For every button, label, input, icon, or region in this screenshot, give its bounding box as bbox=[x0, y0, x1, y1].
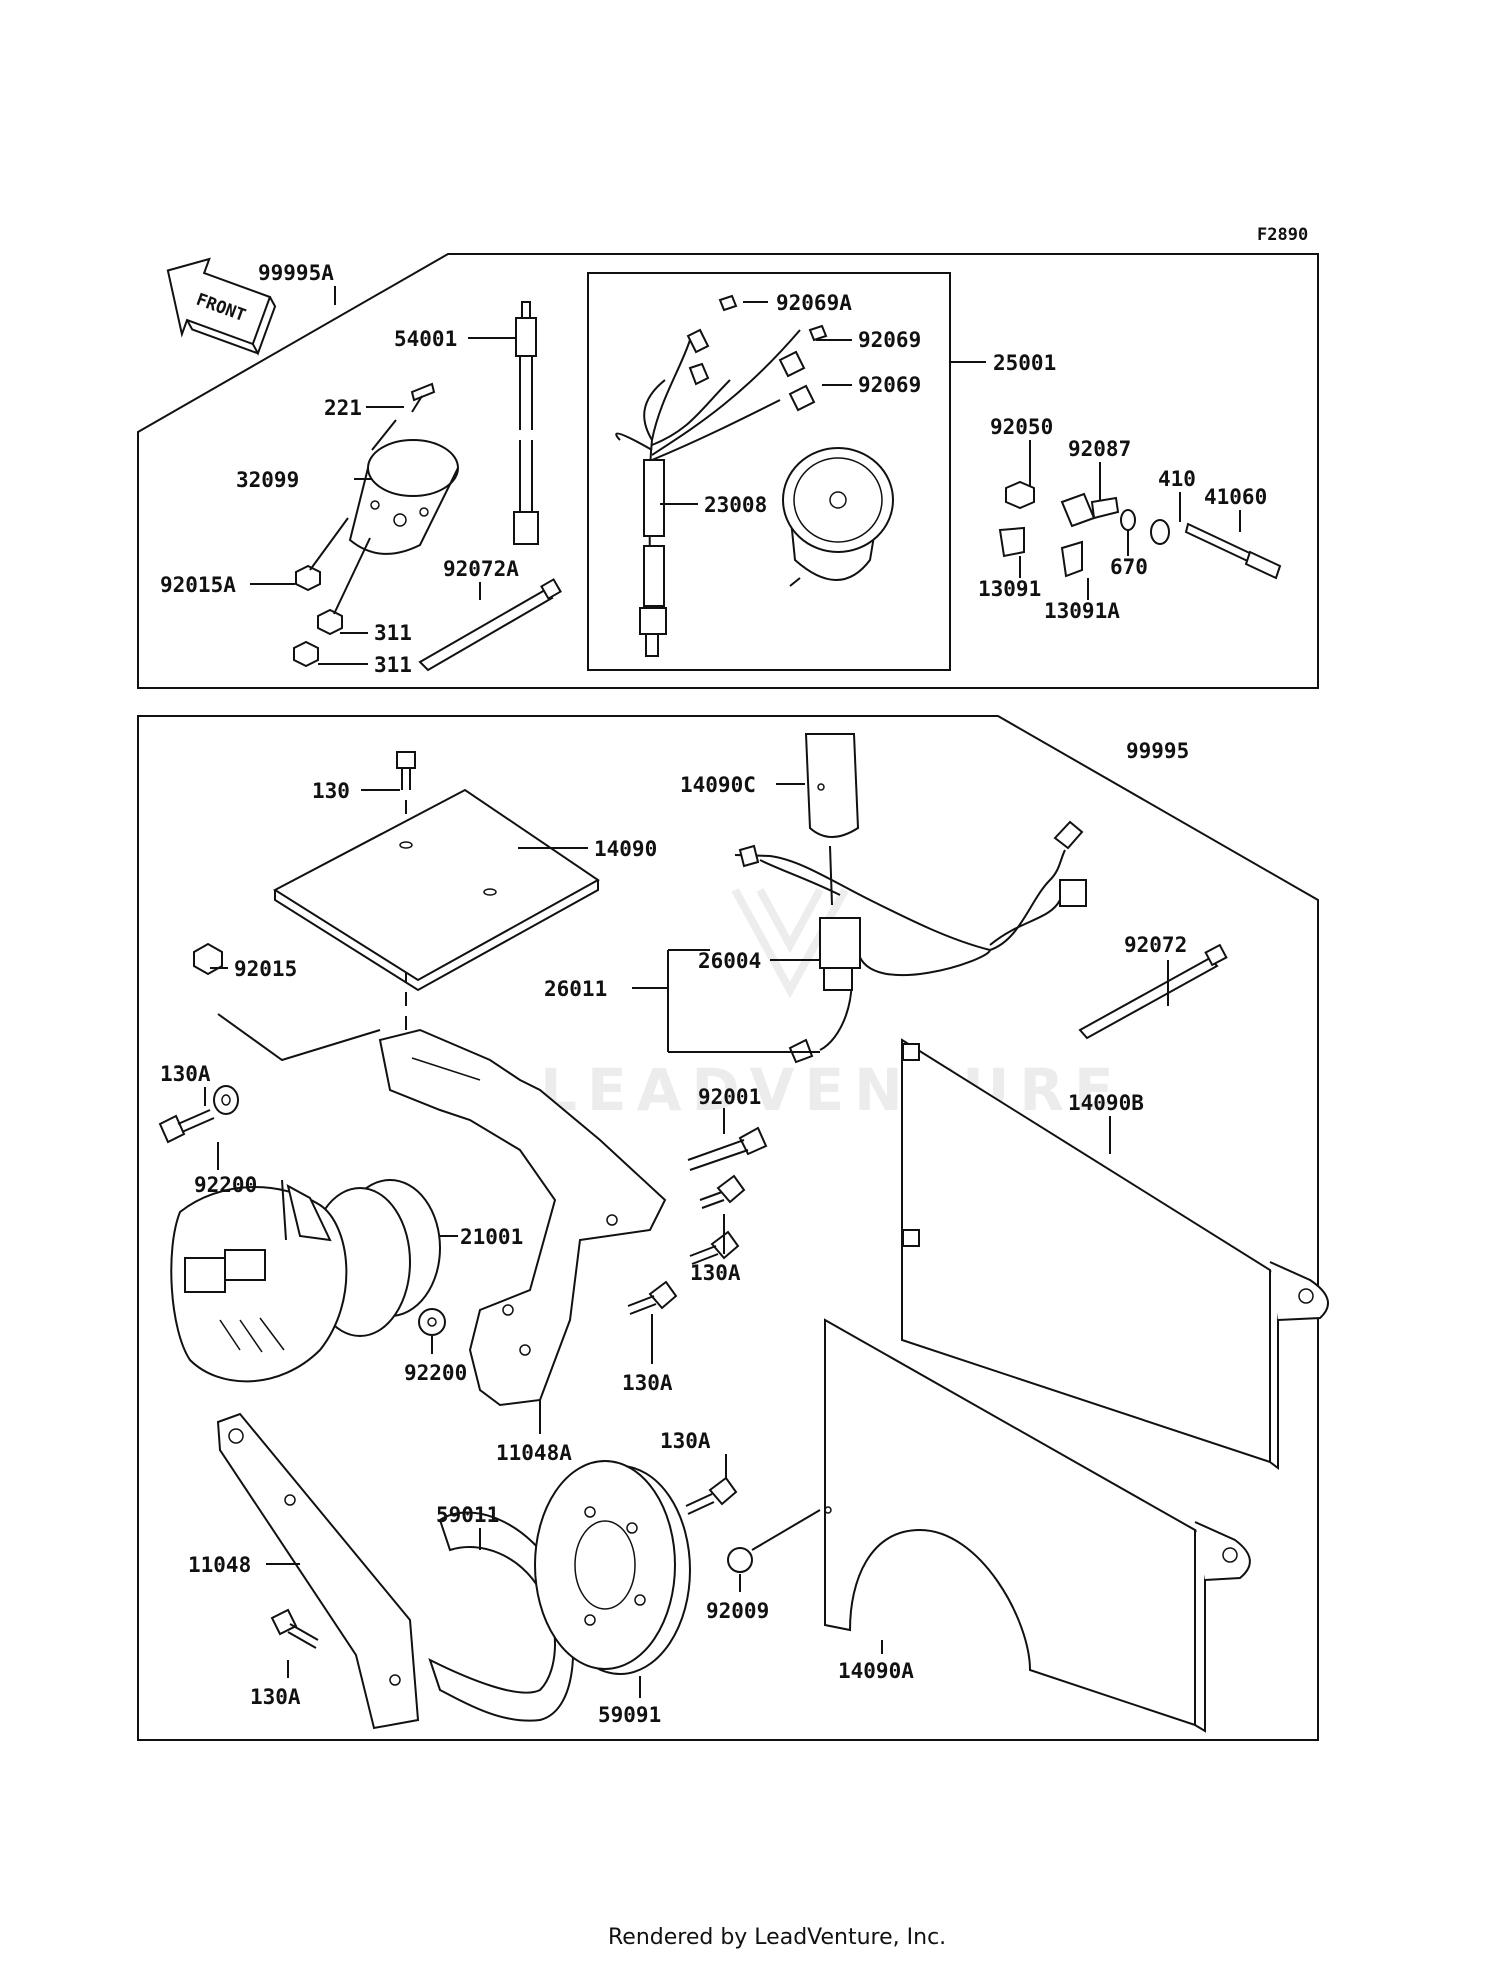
upper-kit-frame bbox=[137, 253, 1319, 689]
label-25001: 25001 bbox=[993, 351, 1056, 375]
bolt-130a-icon bbox=[158, 1109, 746, 1649]
label-92015: 92015 bbox=[234, 957, 297, 981]
lower-kit-frame bbox=[137, 715, 1319, 1741]
label-130A-b: 130A bbox=[690, 1261, 741, 1285]
leader-lines bbox=[204, 286, 1241, 1698]
leader-32099-ring bbox=[371, 419, 397, 451]
part-labels-upper: 99995A 54001 221 32099 92015A 311 311 92… bbox=[160, 261, 1267, 677]
front-arrow-icon: FRONT bbox=[166, 257, 277, 356]
footer-credit: Rendered by LeadVenture, Inc. bbox=[608, 1925, 946, 1950]
diagram-code: F2890 bbox=[1257, 225, 1308, 245]
stay-11048-icon bbox=[216, 1412, 420, 1730]
bolt-92001-icon bbox=[687, 1126, 768, 1171]
label-11048A: 11048A bbox=[496, 1441, 572, 1465]
pulley-59091-icon bbox=[534, 1460, 691, 1675]
label-41060: 41060 bbox=[1204, 485, 1267, 509]
harness-26011-icon bbox=[734, 820, 1087, 1064]
cable-tie-92072-icon bbox=[1078, 943, 1228, 1040]
label-13091: 13091 bbox=[978, 577, 1041, 601]
label-14090C: 14090C bbox=[680, 773, 756, 797]
label-11048: 11048 bbox=[188, 1553, 251, 1577]
part-labels-lower: 99995 130 14090 14090C 92015 26004 26011… bbox=[160, 739, 1189, 1727]
label-311-b: 311 bbox=[374, 653, 412, 677]
label-23008: 23008 bbox=[704, 493, 767, 517]
bracket-13091-icon bbox=[998, 526, 1083, 578]
sleeve-14090c-icon bbox=[804, 733, 860, 838]
label-92009: 92009 bbox=[706, 1599, 769, 1623]
label-14090: 14090 bbox=[594, 837, 657, 861]
label-311-a: 311 bbox=[374, 621, 412, 645]
label-59011: 59011 bbox=[436, 1503, 499, 1527]
label-59091: 59091 bbox=[598, 1703, 661, 1727]
o-ring-670-icon bbox=[1120, 509, 1136, 531]
label-14090B: 14090B bbox=[1068, 1091, 1144, 1115]
label-221: 221 bbox=[324, 396, 362, 420]
gear-41060-icon bbox=[1184, 522, 1282, 580]
meter-cup-icon bbox=[348, 439, 459, 555]
label-26011: 26011 bbox=[544, 977, 607, 1001]
nut-92015-icon bbox=[193, 942, 223, 976]
label-99995A: 99995A bbox=[258, 261, 334, 285]
label-26004: 26004 bbox=[698, 949, 761, 973]
label-92200-b: 92200 bbox=[404, 1361, 467, 1385]
speedo-cable-icon bbox=[513, 301, 539, 545]
label-130A-c: 130A bbox=[622, 1371, 673, 1395]
label-92072A: 92072A bbox=[443, 557, 519, 581]
nut-icon bbox=[293, 564, 343, 668]
label-92072: 92072 bbox=[1124, 933, 1187, 957]
label-92069-b: 92069 bbox=[858, 373, 921, 397]
label-130A-e: 130A bbox=[250, 1685, 301, 1709]
meter-gauge-icon bbox=[782, 447, 894, 587]
bolt-92009-icon bbox=[727, 1509, 821, 1573]
bolt-130-icon bbox=[396, 751, 416, 790]
label-92200-a: 92200 bbox=[194, 1173, 257, 1197]
label-92069A: 92069A bbox=[776, 291, 852, 315]
label-130: 130 bbox=[312, 779, 350, 803]
meter-harness-icon bbox=[615, 294, 828, 657]
cable-tie-92072a-icon bbox=[418, 578, 562, 672]
alternator-21001-icon bbox=[170, 1179, 441, 1383]
label-99995: 99995 bbox=[1126, 739, 1189, 763]
label-410: 410 bbox=[1158, 467, 1196, 491]
mount-bracket-icon bbox=[378, 1028, 667, 1407]
label-14090A: 14090A bbox=[838, 1659, 914, 1683]
cover-14090a-icon bbox=[824, 1318, 1251, 1733]
label-13091A: 13091A bbox=[1044, 599, 1120, 623]
label-21001: 21001 bbox=[460, 1225, 523, 1249]
label-92087: 92087 bbox=[1068, 437, 1131, 461]
screw-221-icon bbox=[410, 382, 436, 413]
label-54001: 54001 bbox=[394, 327, 457, 351]
label-92015A: 92015A bbox=[160, 573, 236, 597]
washer-410-icon bbox=[1150, 519, 1170, 545]
plate-14090-icon bbox=[272, 788, 600, 992]
label-92069-a: 92069 bbox=[858, 328, 921, 352]
fitting-92087-icon bbox=[1060, 492, 1120, 528]
label-130A-a: 130A bbox=[160, 1062, 211, 1086]
meter-subassembly-frame bbox=[587, 272, 951, 671]
label-32099: 32099 bbox=[236, 468, 299, 492]
label-92001: 92001 bbox=[698, 1085, 761, 1109]
label-130A-d: 130A bbox=[660, 1429, 711, 1453]
cover-14090b-icon bbox=[901, 1038, 1329, 1470]
washer-92200-icon bbox=[213, 1085, 446, 1336]
label-670: 670 bbox=[1110, 555, 1148, 579]
label-92050: 92050 bbox=[990, 415, 1053, 439]
watermark-text: LEADVENTURE bbox=[540, 1056, 1124, 1124]
nut-92050-icon bbox=[1005, 480, 1035, 510]
